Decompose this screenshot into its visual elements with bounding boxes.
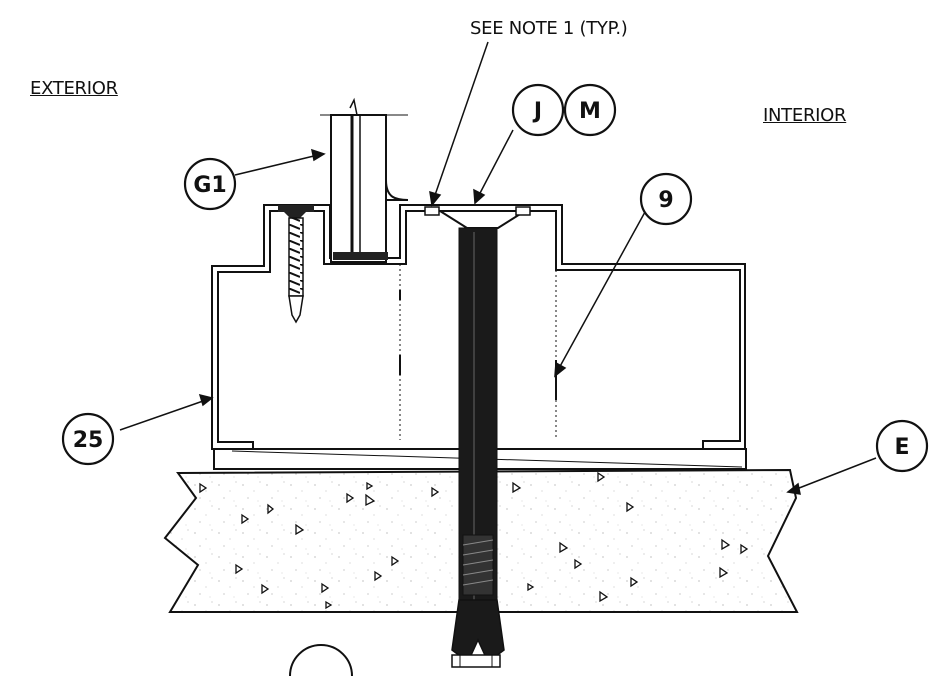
svg-text:G1: G1 [193,173,226,198]
exterior-label: EXTERIOR [30,78,118,99]
partial-callout-bubble [289,644,353,676]
callout-j: J [511,83,565,137]
svg-text:M: M [579,99,601,124]
anchor-bolt [424,206,531,668]
callout-9: 9 [639,172,693,226]
svg-text:9: 9 [658,188,673,213]
svg-text:25: 25 [73,428,104,453]
self-drilling-screw [278,205,314,324]
callout-g1: G1 [183,157,237,211]
see-note-label: SEE NOTE 1 (TYP.) [470,18,628,39]
glazing-panel [320,97,409,263]
leader-lines [119,41,877,495]
callout-m: M [563,83,617,137]
interior-label: INTERIOR [763,105,847,126]
svg-text:E: E [894,435,909,460]
callout-25: 25 [61,412,115,466]
svg-text:J: J [532,99,542,124]
callout-e: E [875,419,929,473]
